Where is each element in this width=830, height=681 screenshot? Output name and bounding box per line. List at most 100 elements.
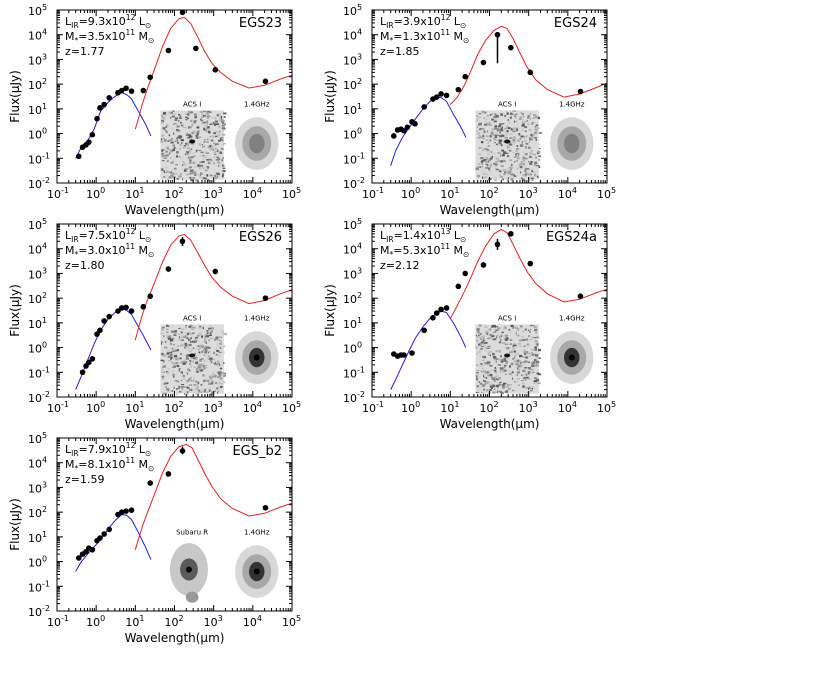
noise-pixel xyxy=(494,391,496,394)
noise-pixel xyxy=(495,336,498,338)
noise-pixel xyxy=(514,355,517,357)
noise-pixel xyxy=(176,125,180,128)
noise-pixel xyxy=(481,364,485,367)
noise-pixel xyxy=(178,333,180,335)
noise-pixel xyxy=(524,158,528,160)
noise-pixel xyxy=(207,160,211,162)
noise-pixel xyxy=(162,117,165,121)
noise-pixel xyxy=(491,150,493,154)
data-point xyxy=(128,88,135,94)
noise-pixel xyxy=(480,336,483,338)
noise-pixel xyxy=(476,115,479,118)
noise-pixel xyxy=(173,350,177,352)
noise-pixel xyxy=(219,119,221,122)
noise-pixel xyxy=(194,356,198,359)
noise-pixel xyxy=(167,371,169,374)
noise-pixel xyxy=(529,328,532,330)
noise-pixel xyxy=(201,335,204,338)
noise-pixel xyxy=(178,135,182,137)
noise-pixel xyxy=(209,375,211,379)
noise-pixel xyxy=(529,339,533,341)
noise-pixel xyxy=(507,155,510,157)
noise-pixel xyxy=(509,351,511,354)
noise-pixel xyxy=(491,113,493,115)
noise-pixel xyxy=(180,380,183,382)
noise-pixel xyxy=(477,132,481,135)
noise-pixel xyxy=(486,347,490,349)
noise-pixel xyxy=(219,162,222,164)
noise-pixel xyxy=(192,360,194,363)
noise-pixel xyxy=(521,129,523,132)
noise-pixel xyxy=(534,164,536,167)
noise-pixel xyxy=(186,331,190,335)
noise-pixel xyxy=(482,392,485,396)
noise-pixel xyxy=(483,148,485,150)
noise-pixel xyxy=(181,387,184,390)
noise-pixel xyxy=(169,117,172,119)
noise-pixel xyxy=(208,339,210,342)
noise-pixel xyxy=(510,167,512,171)
noise-pixel xyxy=(222,351,225,354)
noise-pixel xyxy=(208,389,211,392)
noise-pixel xyxy=(527,334,530,338)
noise-pixel xyxy=(518,178,522,180)
noise-pixel xyxy=(207,162,211,164)
noise-pixel xyxy=(182,392,187,394)
data-point xyxy=(438,306,444,313)
noise-pixel xyxy=(161,370,164,374)
noise-pixel xyxy=(207,179,210,182)
noise-pixel xyxy=(207,357,211,360)
noise-pixel xyxy=(480,125,484,128)
noise-pixel xyxy=(529,324,532,327)
noise-pixel xyxy=(215,382,217,384)
noise-pixel xyxy=(500,333,503,336)
noise-pixel xyxy=(527,378,531,380)
noise-pixel xyxy=(476,327,480,331)
stellar-model-line xyxy=(390,96,467,166)
noise-pixel xyxy=(479,355,481,357)
noise-pixel xyxy=(206,332,209,335)
noise-pixel xyxy=(214,363,218,366)
noise-pixel xyxy=(202,167,205,170)
noise-pixel xyxy=(202,374,205,377)
noise-pixel xyxy=(204,335,207,338)
noise-pixel xyxy=(504,343,509,345)
data-point xyxy=(89,546,96,553)
noise-pixel xyxy=(498,336,501,339)
noise-pixel xyxy=(527,354,530,357)
x-tick-label: 102 xyxy=(165,400,184,415)
data-point xyxy=(455,86,462,93)
noise-pixel xyxy=(513,350,516,353)
data-point xyxy=(123,304,129,311)
noise-pixel xyxy=(478,381,481,383)
y-tick-label: 10-2 xyxy=(343,176,365,191)
noise-pixel xyxy=(527,351,529,354)
noise-pixel xyxy=(169,351,173,354)
radio-core xyxy=(563,133,580,154)
noise-pixel xyxy=(200,384,203,386)
noise-pixel xyxy=(507,387,511,390)
noise-pixel xyxy=(515,153,518,156)
noise-pixel xyxy=(486,175,489,178)
data-point xyxy=(86,359,92,366)
noise-pixel xyxy=(493,119,496,122)
noise-pixel xyxy=(475,334,478,336)
noise-pixel xyxy=(208,143,210,146)
noise-pixel xyxy=(495,329,499,331)
source-peak xyxy=(185,566,192,573)
noise-pixel xyxy=(212,146,214,148)
noise-pixel xyxy=(506,170,510,173)
noise-pixel xyxy=(176,139,179,142)
noise-pixel xyxy=(187,368,189,371)
noise-pixel xyxy=(171,390,174,392)
noise-pixel xyxy=(524,367,528,369)
noise-pixel xyxy=(506,145,509,148)
noise-pixel xyxy=(217,360,219,362)
noise-pixel xyxy=(475,372,479,374)
dust-model-line xyxy=(449,25,608,105)
noise-pixel xyxy=(192,347,195,349)
noise-pixel xyxy=(509,133,513,136)
noise-pixel xyxy=(189,379,192,381)
noise-pixel xyxy=(218,364,221,366)
